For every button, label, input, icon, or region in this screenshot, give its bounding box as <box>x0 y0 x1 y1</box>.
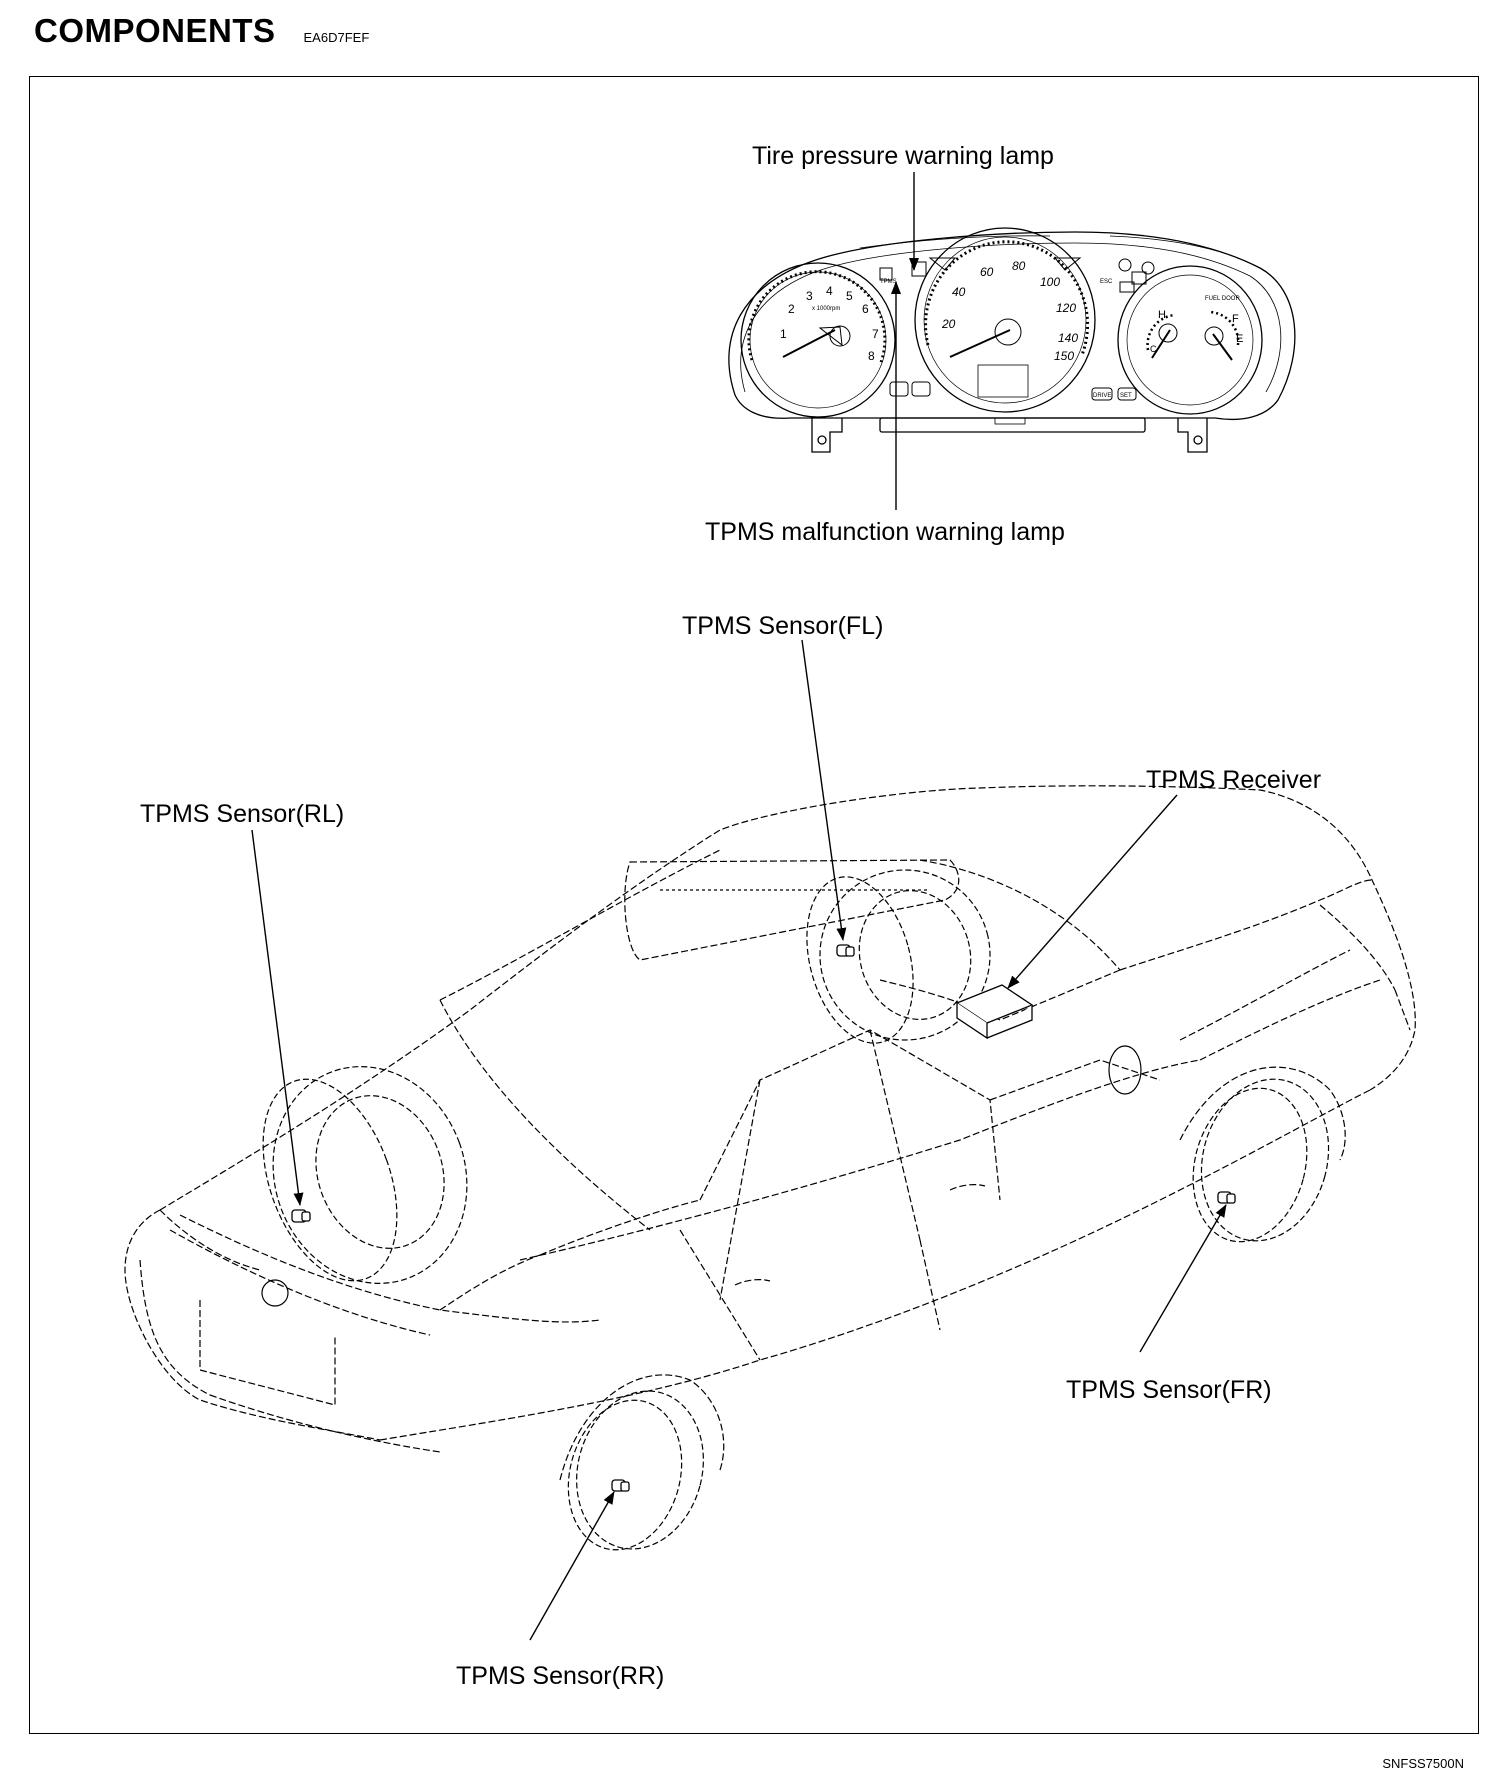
arrow-sensor-fr <box>1139 1204 1227 1353</box>
tach-tick: 8 <box>868 349 875 363</box>
tpms-sensor-fr-label: TPMS Sensor(FR) <box>1066 1376 1272 1404</box>
tach-tick: 7 <box>872 327 879 341</box>
tpms-parts <box>291 944 1236 1492</box>
drive-button-text: DRIVE <box>1093 393 1111 399</box>
tpms-receiver-box <box>955 984 1034 1040</box>
speed-tick: 60 <box>980 265 994 279</box>
figure-frame <box>29 76 1479 1734</box>
tpms-sensor-rl-label: TPMS Sensor(RL) <box>140 800 345 828</box>
fuel-empty-label: E <box>1236 333 1243 345</box>
sensor-fl-icon <box>836 944 855 957</box>
tach-unit: x 1000rpm <box>812 306 840 312</box>
tire-pressure-warning-lamp-label: Tire pressure warning lamp <box>752 142 1054 170</box>
tach-tick: 6 <box>862 302 869 316</box>
tpms-sensor-fl-label: TPMS Sensor(FL) <box>682 612 884 640</box>
tpms-lamp-text: TPMS <box>880 279 897 285</box>
page-header: COMPONENTS EA6D7FEF <box>34 12 369 50</box>
tach-tick: 1 <box>780 327 787 341</box>
sensor-rr-icon <box>611 1479 630 1492</box>
tpms-receiver-label: TPMS Receiver <box>1146 766 1322 794</box>
set-button-text: SET <box>1120 393 1132 399</box>
fuel-full-label: F <box>1232 313 1239 325</box>
arrow-sensor-rr <box>529 1491 615 1641</box>
wheels <box>262 869 1330 1551</box>
tpms-sensor-rr-label: TPMS Sensor(RR) <box>456 1662 665 1690</box>
tach-tick: 4 <box>826 284 833 298</box>
temp-cold-label: C <box>1150 344 1157 354</box>
speed-tick: 140 <box>1058 331 1078 345</box>
speed-tick: 150 <box>1054 349 1074 363</box>
esc-lamp-text: ESC <box>1100 279 1113 285</box>
sensor-fr-icon <box>1217 1191 1236 1204</box>
speed-tick: 20 <box>941 317 956 331</box>
page-title: COMPONENTS <box>34 12 276 49</box>
tach-tick: 3 <box>806 289 813 303</box>
vehicle-outline <box>124 785 1416 1481</box>
arrow-receiver <box>1007 794 1178 989</box>
temp-hot-label: H <box>1158 309 1166 321</box>
figure-code: SNFSS7500N <box>1382 1756 1464 1771</box>
sensor-rl-icon <box>291 1209 311 1223</box>
tpms-malfunction-warning-lamp-label: TPMS malfunction warning lamp <box>705 518 1065 546</box>
fuel-door-label: FUEL DOOR <box>1205 296 1240 302</box>
leader-arrows <box>251 172 1227 1641</box>
instrument-cluster <box>728 227 1296 453</box>
arrow-sensor-fl <box>801 639 847 941</box>
arrow-sensor-rl <box>251 829 304 1206</box>
document-code: EA6D7FEF <box>303 30 370 45</box>
speed-tick: 40 <box>952 285 966 299</box>
speed-tick: 120 <box>1056 301 1076 315</box>
speed-tick: 80 <box>1012 259 1026 273</box>
speed-tick: 100 <box>1040 275 1060 289</box>
cluster-markings: 1 2 3 4 5 6 7 8 x 1000rpm 20 40 60 80 10… <box>780 259 1243 399</box>
tach-tick: 5 <box>846 289 853 303</box>
tach-tick: 2 <box>788 302 795 316</box>
